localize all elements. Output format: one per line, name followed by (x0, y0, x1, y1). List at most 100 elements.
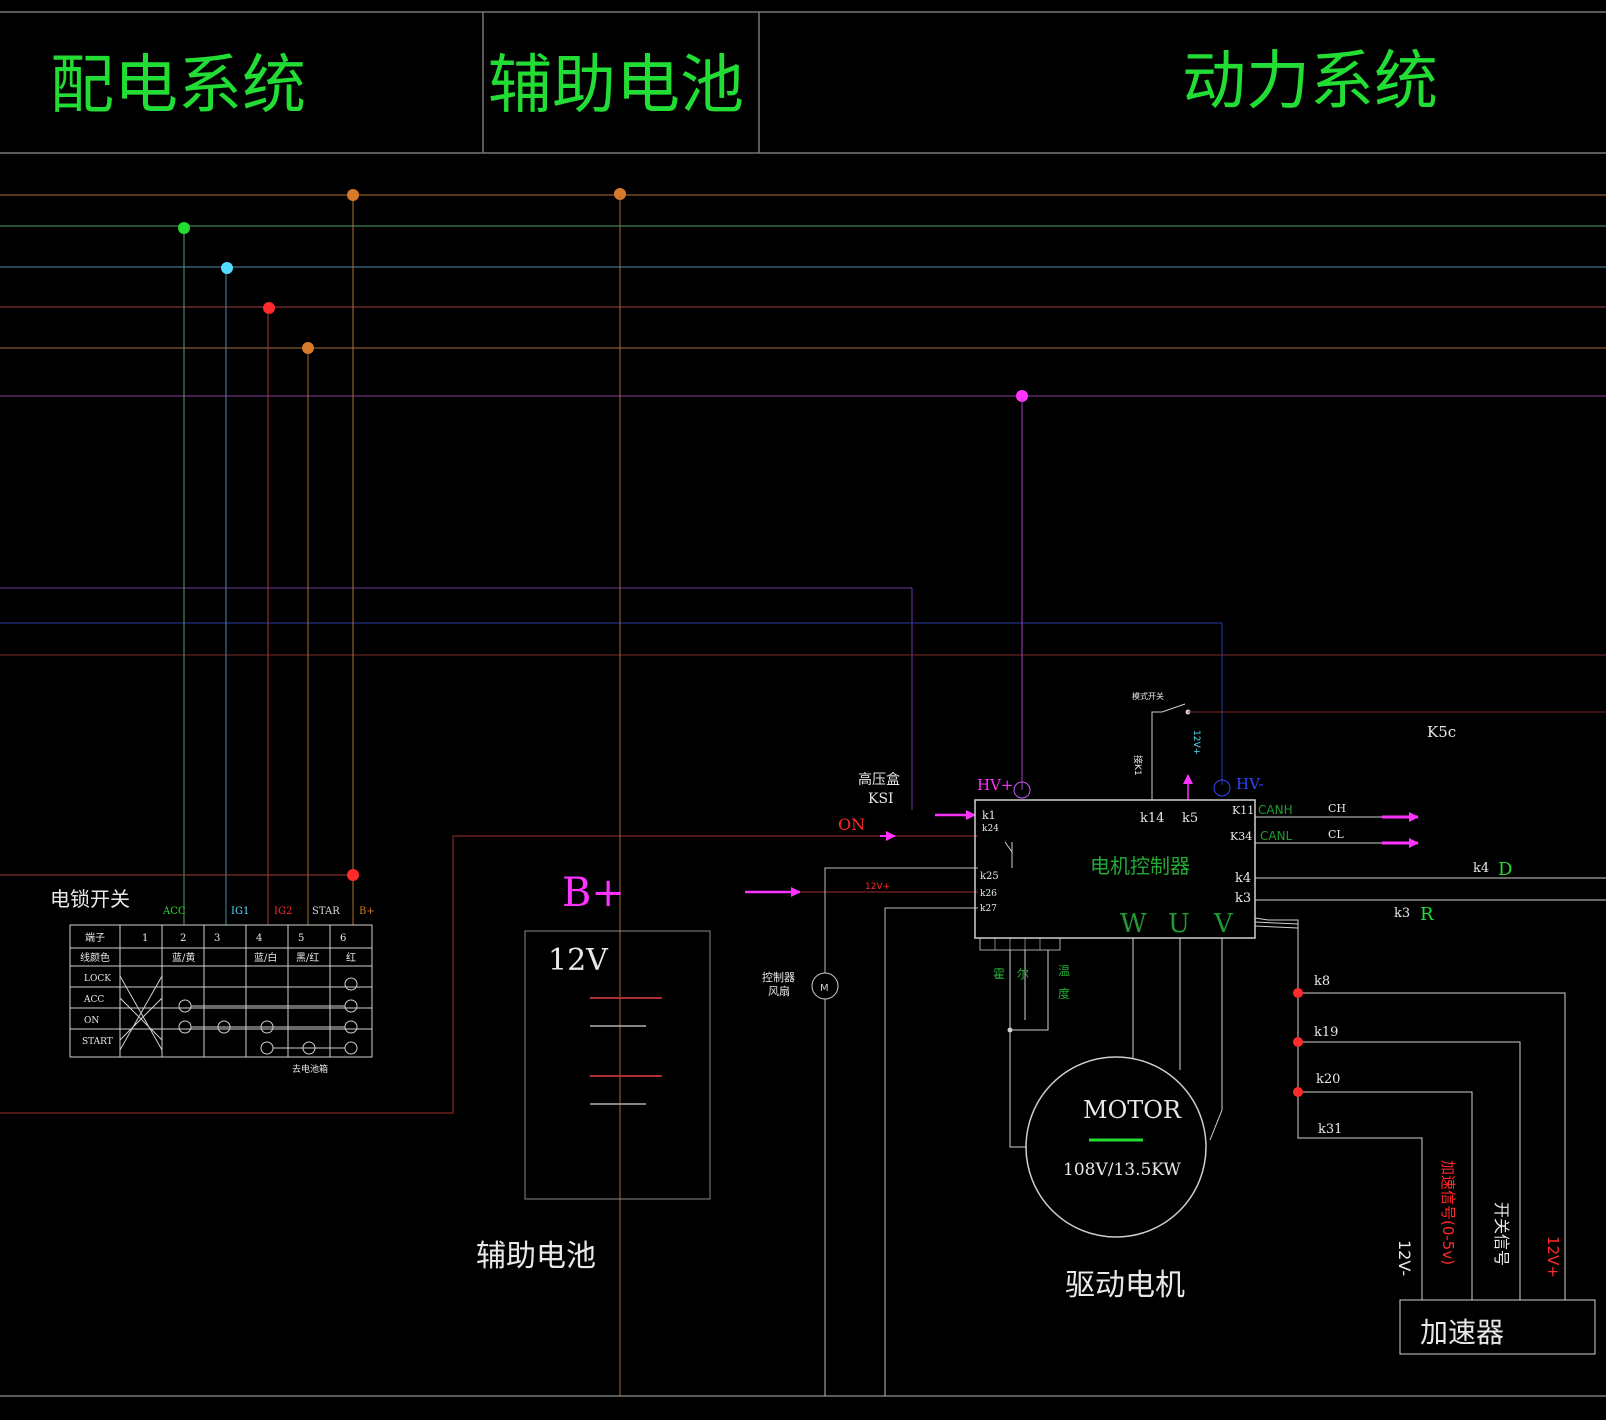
ch-label: CH (1328, 802, 1346, 815)
controller-title: 电机控制器 (1090, 854, 1190, 878)
accelerator-name: 加速器 (1420, 1316, 1504, 1349)
canl-label: CANL (1260, 829, 1293, 843)
pin-k11: K11 (1232, 804, 1254, 817)
pin-k25: k25 (980, 871, 999, 882)
table-header-6: 6 (340, 933, 346, 944)
accelerator-box (1399, 1299, 1596, 1355)
header-frame (0, 11, 1606, 1397)
aux-battery (524, 196, 711, 1396)
mode-side-b-label: 12V+ (1191, 730, 1201, 755)
motor-caption: 驱动电机 (1065, 1268, 1185, 1303)
cl-label: CL (1328, 828, 1344, 841)
position-acc: ACC (83, 995, 104, 1005)
acc-pin-k19: k19 (1314, 1025, 1338, 1040)
controller-top-pins: k14 k5 (1140, 811, 1198, 826)
gear-r-pin: k3 (1394, 906, 1410, 921)
table-color-6: 红 (346, 951, 356, 964)
table-header-2: 2 (180, 933, 186, 944)
pin-k4: k4 (1235, 871, 1251, 886)
fan-symbol: M (820, 983, 829, 994)
controller-right-pins: K11 K34 k4 k3 (1230, 804, 1254, 906)
acc-pin-k20: k20 (1316, 1072, 1340, 1087)
battery-caption: 辅助电池 (476, 1239, 596, 1274)
hall-label-2: 尔 (1017, 966, 1029, 981)
mode-switch-label: 模式开关 (1132, 691, 1164, 701)
controller-internal-switch (1004, 841, 1013, 868)
table-color-label: 线颜色 (80, 951, 110, 964)
ksi-label: KSI (868, 791, 894, 807)
header-distribution-system: 配电系统 (50, 49, 306, 123)
pin-k3: k3 (1235, 891, 1251, 906)
table-header-4: 4 (256, 933, 262, 944)
terminal-ig2: IG2 (274, 906, 292, 917)
table-footnote: 去电池箱 (292, 1063, 328, 1075)
terminal-acc: ACC (162, 906, 186, 917)
motor-rating: 108V/13.5KW (1063, 1160, 1181, 1180)
battery-voltage: 12V (548, 943, 609, 978)
pin-k26: k26 (980, 889, 997, 899)
terminal-b-plus: B+ (359, 906, 375, 917)
terminal-ig1: IG1 (231, 906, 249, 917)
mode-side-a-label: 接K1 (1132, 755, 1144, 776)
terminal-star: STAR (312, 906, 340, 917)
feed-12v-label: 12V+ (865, 882, 890, 892)
temp-label-1: 温 (1058, 964, 1070, 978)
phase-u: U (1168, 909, 1190, 939)
position-lock: LOCK (84, 974, 111, 984)
hv-plus-terminal (1013, 781, 1031, 799)
acc-signal-12v-minus: 12V- (1395, 1240, 1414, 1276)
ignition-terminal-labels: ACC IG1 IG2 STAR B+ (162, 906, 375, 917)
motor-phase-wires (1132, 938, 1223, 1141)
canh-label: CANH (1258, 803, 1293, 817)
acc-signal-12v-plus: 12V+ (1544, 1236, 1562, 1278)
bus-junction-dots (178, 188, 1028, 881)
on-wire (0, 831, 978, 1114)
phase-w: W (1120, 909, 1147, 939)
table-header-3: 3 (214, 933, 220, 944)
table-header-0: 端子 (85, 931, 105, 944)
temp-label-2: 度 (1058, 986, 1070, 1001)
battery-b-plus: B+ (562, 870, 625, 916)
acc-signal-switch: 开关信号 (1492, 1202, 1511, 1266)
table-color-4: 蓝/白 (254, 951, 277, 964)
mode-switch (1151, 703, 1606, 800)
table-header-5: 5 (298, 933, 304, 944)
gear-d-label: D (1498, 859, 1512, 880)
drive-motor-symbol (1025, 1056, 1207, 1238)
hv-minus-label: HV- (1236, 775, 1264, 793)
pin-k1: k1 (982, 809, 996, 822)
ignition-drops (0, 195, 354, 925)
acc-pin-k31: k31 (1318, 1122, 1342, 1137)
position-on: ON (84, 1016, 99, 1026)
motor-controller-box (974, 799, 1256, 939)
table-header-1: 1 (142, 933, 148, 944)
controller-phases: W U V (1120, 909, 1234, 939)
fan-label-line1: 控制器 (762, 970, 795, 984)
pin-k34: K34 (1230, 830, 1252, 843)
can-wires (1255, 812, 1419, 848)
hv-plus-label: HV+ (977, 776, 1013, 794)
gear-wires (1255, 877, 1606, 901)
acc-signal-throttle: 加速信号(0-5v) (1439, 1160, 1457, 1265)
phase-v: V (1213, 909, 1234, 939)
ignition-table (69, 924, 373, 1058)
controller-bottom-labels: 霍 尔 温 度 (993, 964, 1070, 1001)
controller-bottom-connector (979, 937, 1061, 1148)
on-label: ON (838, 815, 865, 834)
table-color-2: 蓝/黄 (172, 951, 195, 964)
gear-r-label: R (1420, 904, 1434, 925)
position-start: START (82, 1037, 113, 1047)
header-power-system: 动力系统 (1182, 45, 1438, 119)
hv-minus-terminal (1213, 779, 1231, 797)
hall-label-1: 霍 (993, 967, 1005, 981)
ignition-switch-title: 电锁开关 (50, 887, 130, 911)
table-color-5: 黑/红 (296, 951, 319, 964)
ignition-table-text: 端子 1 2 3 4 5 6 线颜色 蓝/黄 蓝/白 黑/红 红 LOCK AC… (80, 931, 356, 1075)
fan-label-line2: 风扇 (768, 984, 790, 998)
pin-k14: k14 (1140, 811, 1164, 826)
pin-k27: k27 (980, 904, 997, 914)
header-aux-battery: 辅助电池 (488, 49, 744, 123)
gear-d-pin: k4 (1473, 861, 1489, 876)
pin-k5: k5 (1182, 811, 1198, 826)
